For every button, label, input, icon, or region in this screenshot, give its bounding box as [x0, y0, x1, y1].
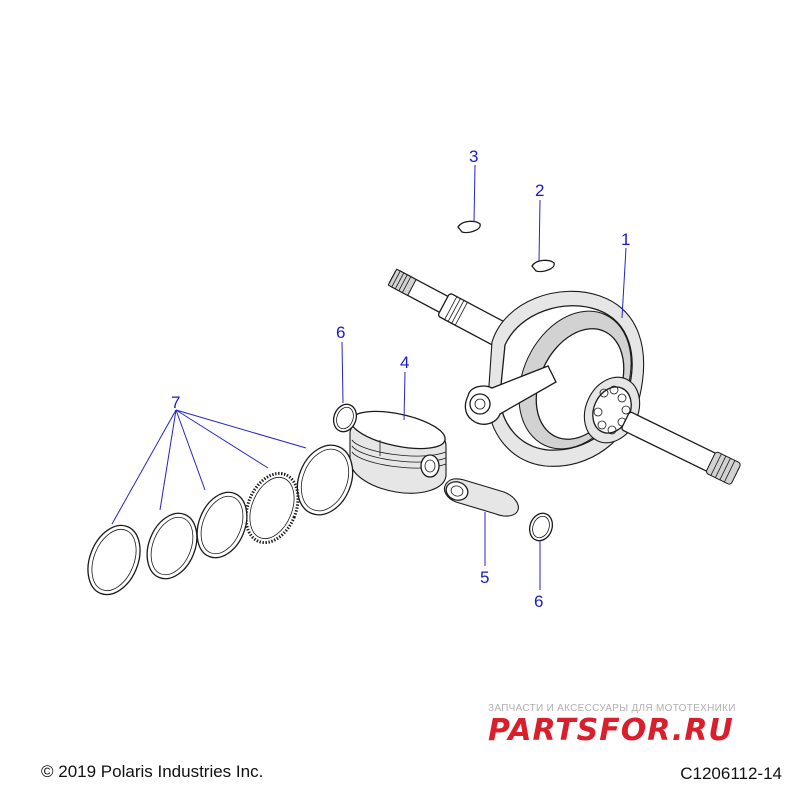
circlip-bottom-part [528, 512, 554, 542]
watermark-tagline: ЗАПЧАСТИ И АКСЕССУАРЫ ДЛЯ МОТОТЕХНИКИ [488, 703, 736, 714]
callout-1: 1 [621, 230, 630, 249]
callout-5: 5 [480, 568, 489, 587]
leader-2 [538, 199, 541, 263]
callout-6-top: 6 [336, 323, 345, 342]
callout-4: 4 [400, 353, 409, 372]
leader-4 [403, 371, 406, 421]
crankshaft-part [387, 268, 741, 485]
crank-bearing [583, 376, 641, 444]
ring-5 [87, 524, 141, 596]
circlip-top-part [332, 403, 358, 433]
leader-7a [111, 409, 177, 525]
leader-lines [111, 164, 627, 590]
ring-1 [296, 444, 354, 516]
piston-part [349, 410, 447, 494]
ring-3 [196, 491, 248, 559]
ring-2-expander [244, 471, 300, 545]
leader-7b [159, 409, 177, 511]
woodruff-key-2 [531, 259, 555, 273]
ring-4 [146, 512, 198, 580]
callouts: 1 2 3 4 5 6 6 7 [171, 147, 630, 611]
copyright-text: © 2019 Polaris Industries Inc. [41, 762, 264, 781]
callout-6-bottom: 6 [534, 592, 543, 611]
watermark-logo: PARTSFOR.RU [488, 713, 734, 748]
watermark: ЗАПЧАСТИ И АКСЕССУАРЫ ДЛЯ МОТОТЕХНИКИ PA… [488, 703, 788, 748]
leader-1 [621, 247, 627, 319]
connecting-rod [464, 365, 557, 425]
callout-7: 7 [171, 393, 180, 412]
woodruff-key-3 [457, 220, 481, 234]
leader-3 [473, 164, 476, 223]
figure-id: C1206112-14 [680, 764, 782, 783]
callout-2: 2 [535, 181, 544, 200]
piston-rings-part [87, 444, 354, 596]
piston-pin-part [443, 478, 519, 517]
leader-7d [175, 409, 269, 469]
leader-6-top [341, 341, 344, 404]
leader-7c [175, 409, 206, 491]
callout-3: 3 [469, 147, 478, 166]
leader-7e [175, 409, 307, 449]
